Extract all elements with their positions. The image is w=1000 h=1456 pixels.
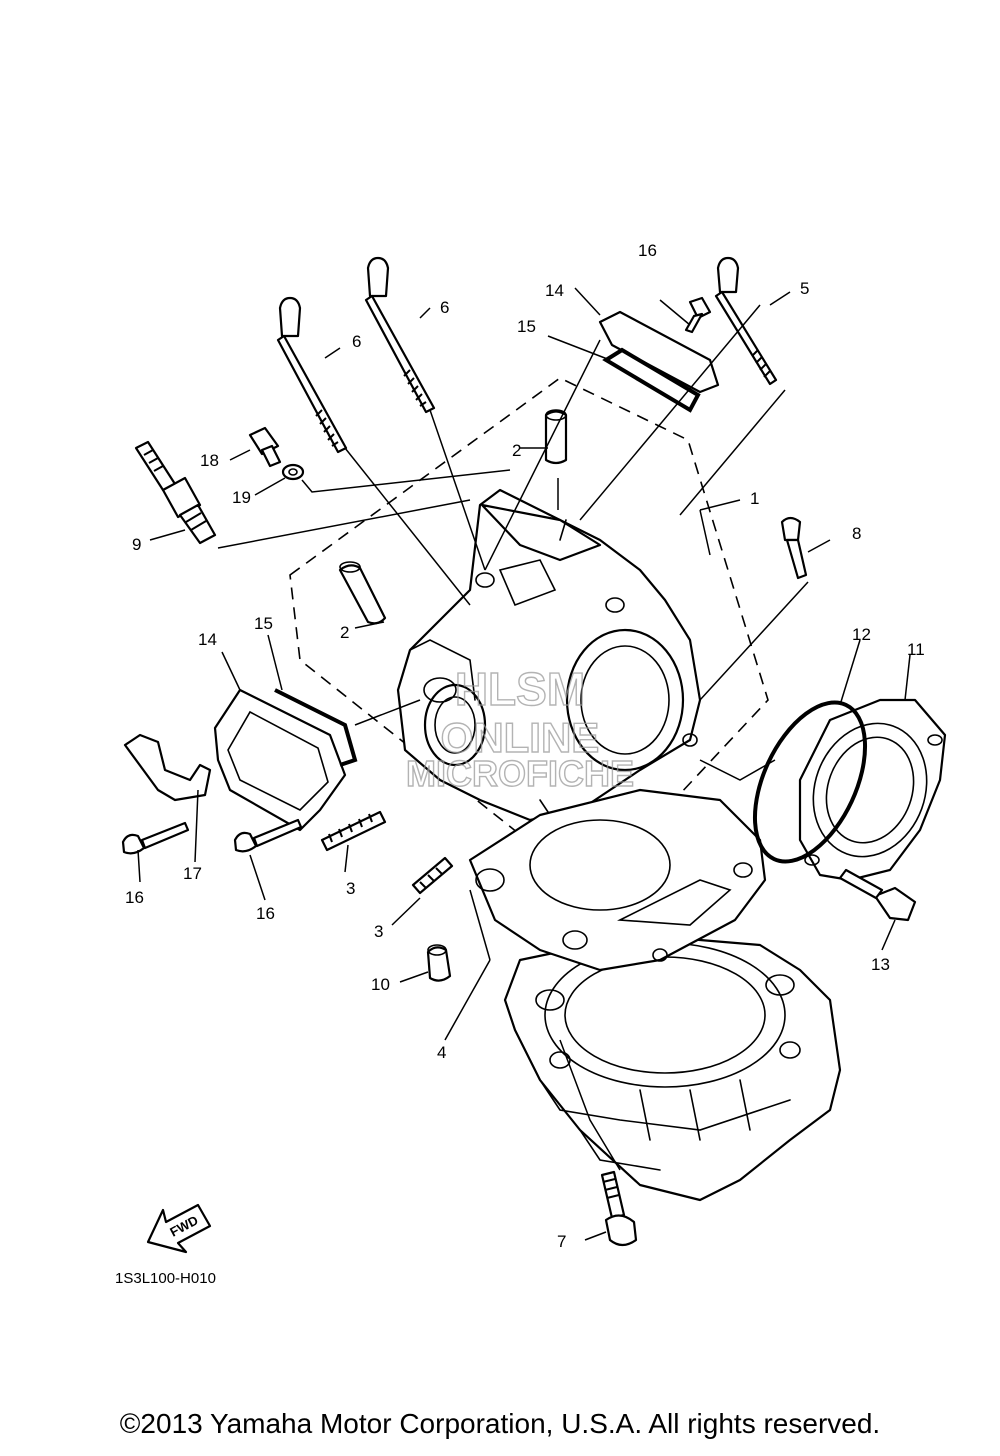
callout-3-upper: 3 (346, 879, 355, 898)
bolt-16-center (233, 818, 303, 853)
bolt-18 (248, 426, 282, 468)
callout-13: 13 (871, 955, 890, 974)
dowel-10 (426, 944, 452, 982)
drawing-code: 1S3L100-H010 (115, 1270, 216, 1287)
callout-2-upper: 2 (512, 441, 521, 460)
callout-16-top: 16 (638, 241, 657, 260)
copyright-notice: ©2013 Yamaha Motor Corporation, U.S.A. A… (119, 1408, 881, 1439)
callout-1: 1 (750, 489, 759, 508)
callout-10: 10 (371, 975, 390, 994)
callout-17: 17 (183, 864, 202, 883)
cover-left (213, 688, 358, 832)
cover-upper (598, 310, 720, 413)
callout-14-upper: 14 (545, 281, 564, 300)
stud-3-upper (320, 810, 387, 852)
stud-3-lower (411, 856, 454, 895)
callout-4: 4 (437, 1043, 446, 1062)
head-assembly-boundary (289, 377, 769, 892)
callout-5: 5 (800, 279, 809, 298)
intake-manifold-11 (798, 698, 947, 882)
watermark-line-2: ONLINE (441, 714, 600, 761)
callout-15-upper: 15 (517, 317, 536, 336)
bolt-13 (838, 868, 917, 922)
callout-11: 11 (907, 640, 925, 659)
screw-8 (780, 516, 808, 580)
callout-18: 18 (200, 451, 219, 470)
bracket-17 (123, 733, 212, 802)
leader-lines (137, 287, 911, 1241)
bolt-16-left (121, 821, 190, 855)
head-bolt-6-right (364, 256, 436, 414)
callout-6-left: 6 (352, 332, 361, 351)
washer-19 (281, 463, 305, 481)
cylinder-block (503, 933, 842, 1202)
bolt-7 (600, 1170, 638, 1247)
callout-8: 8 (852, 524, 861, 543)
callout-14-left: 14 (198, 630, 217, 649)
watermark: HLSM ONLINE MICROFICHE (405, 662, 634, 794)
fwd-arrow: FWD (146, 1203, 212, 1254)
callout-12: 12 (852, 625, 871, 644)
head-gasket (468, 788, 767, 972)
watermark-line-3: MICROFICHE (406, 753, 634, 794)
cylinder-head (396, 488, 702, 836)
callout-16-left: 16 (125, 888, 144, 907)
callout-16-center: 16 (256, 904, 275, 923)
callout-7: 7 (557, 1232, 566, 1251)
valve-guide-upper (544, 409, 568, 465)
callout-6-right: 6 (440, 298, 449, 317)
valve-guide-lower (338, 561, 387, 625)
spark-plug (134, 440, 217, 545)
callout-2-lower: 2 (340, 623, 349, 642)
callout-15-left: 15 (254, 614, 273, 633)
watermark-line-1: HLSM (455, 663, 585, 715)
callout-labels: 1 2 2 3 3 4 5 6 6 7 8 9 10 11 12 13 14 1… (125, 241, 925, 1251)
bolt-16-top (684, 296, 712, 334)
callout-19: 19 (232, 488, 251, 507)
callout-9: 9 (132, 535, 141, 554)
callout-3-lower: 3 (374, 922, 383, 941)
head-bolt-5 (714, 256, 778, 386)
o-ring-12 (752, 700, 868, 864)
head-bolt-6-left (276, 296, 348, 454)
